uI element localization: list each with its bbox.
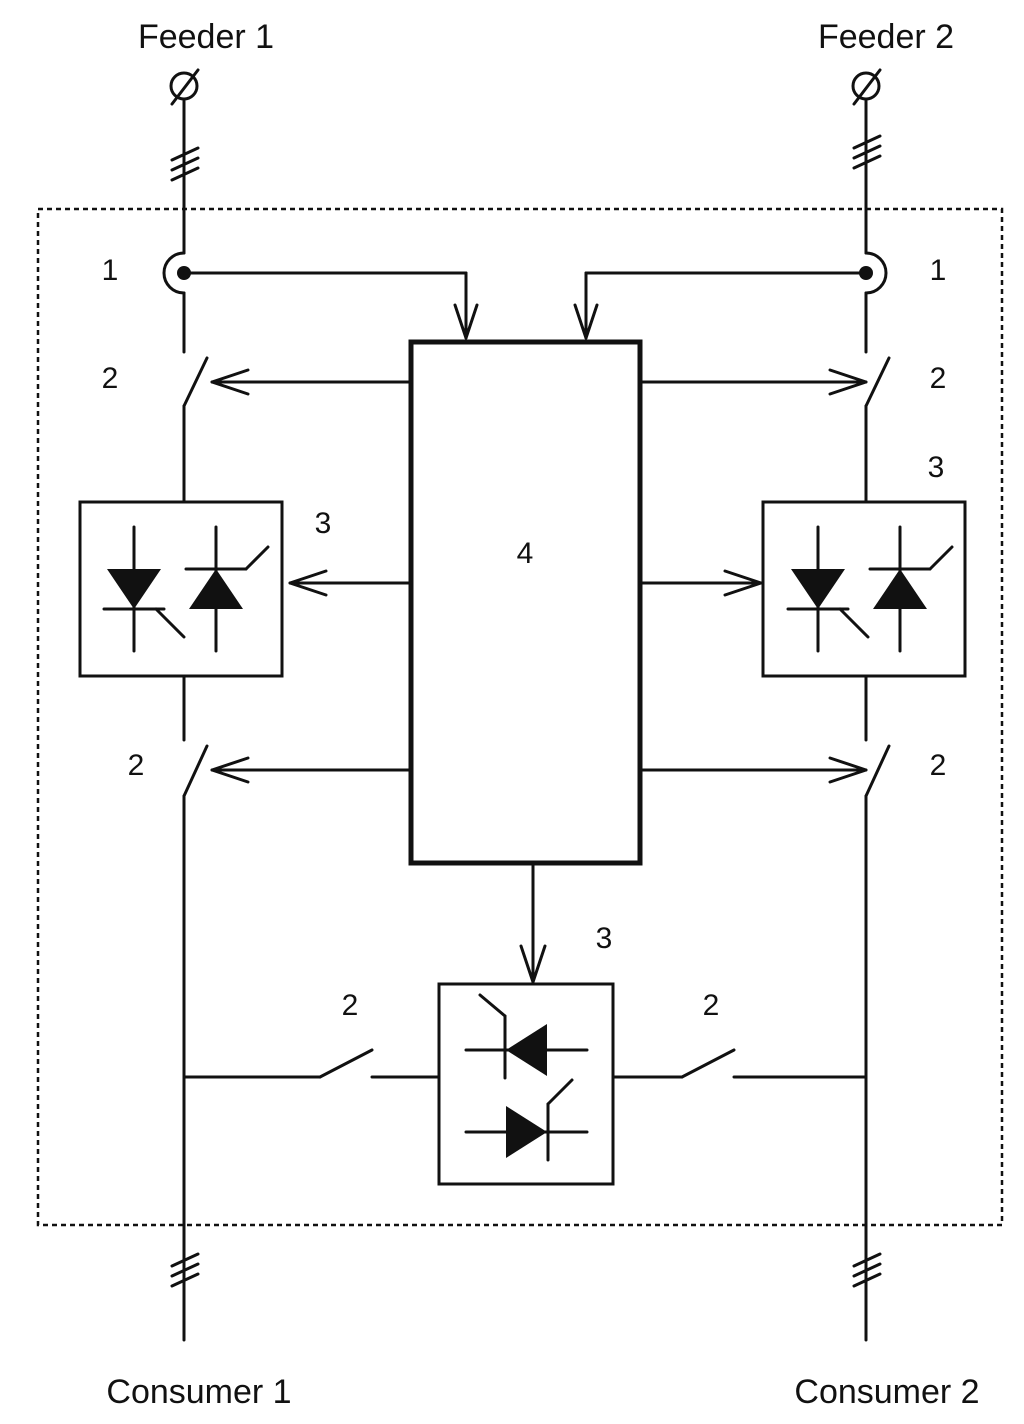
control-unit-label: 4 [517, 537, 534, 570]
control-arrow-lower-right [638, 756, 868, 784]
switch-bottom-right-label: 2 [703, 989, 720, 1022]
switch-upper-left-icon [182, 356, 209, 408]
control-arrow-thyristor-bottom [519, 861, 547, 984]
feeder-2-label: Feeder 2 [818, 18, 954, 56]
sensor-right-signal [573, 271, 868, 340]
right-feeder-line [864, 97, 888, 1342]
three-phase-icon-top-left [170, 146, 200, 182]
switch-lower-left-label: 2 [128, 749, 145, 782]
feeder-1-label: Feeder 1 [138, 18, 274, 56]
thyristor-box-left [78, 500, 284, 678]
control-arrow-thyristor-right [638, 569, 763, 597]
left-feeder-line [162, 97, 186, 1342]
control-arrow-upper-right [638, 368, 868, 396]
switch-bottom-left-label: 2 [342, 989, 359, 1022]
switch-lower-left-icon [182, 744, 209, 798]
switch-upper-right-icon [864, 356, 891, 408]
control-arrow-upper-left [210, 368, 413, 396]
sensor-right-label: 1 [930, 254, 947, 287]
thyristor-bottom-icon [464, 993, 589, 1162]
control-arrow-lower-left [210, 756, 413, 784]
switch-upper-right-label: 2 [930, 362, 947, 395]
control-unit-box [408, 339, 643, 866]
thyristor-right-label: 3 [928, 451, 945, 484]
thyristor-left-label: 3 [315, 507, 332, 540]
switch-lower-right-label: 2 [930, 749, 947, 782]
switch-bottom-left-icon [318, 1048, 374, 1079]
switch-upper-left-label: 2 [102, 362, 119, 395]
switch-bottom-right-icon [680, 1048, 736, 1079]
thyristor-box-bottom [437, 982, 615, 1186]
three-phase-icon-bottom-left [170, 1252, 200, 1288]
consumer-1-label: Consumer 1 [106, 1373, 291, 1411]
control-arrow-thyristor-left [288, 569, 413, 597]
three-phase-icon-bottom-right [852, 1252, 882, 1288]
consumer-2-label: Consumer 2 [794, 1373, 979, 1411]
enclosure-boundary [36, 207, 1004, 1227]
three-phase-icon-top-right [852, 134, 882, 170]
switch-lower-right-icon [864, 744, 891, 798]
thyristor-bottom-label: 3 [596, 922, 613, 955]
thyristor-box-right [761, 500, 967, 678]
sensor-left-label: 1 [102, 254, 119, 287]
sensor-left-signal [182, 271, 479, 340]
